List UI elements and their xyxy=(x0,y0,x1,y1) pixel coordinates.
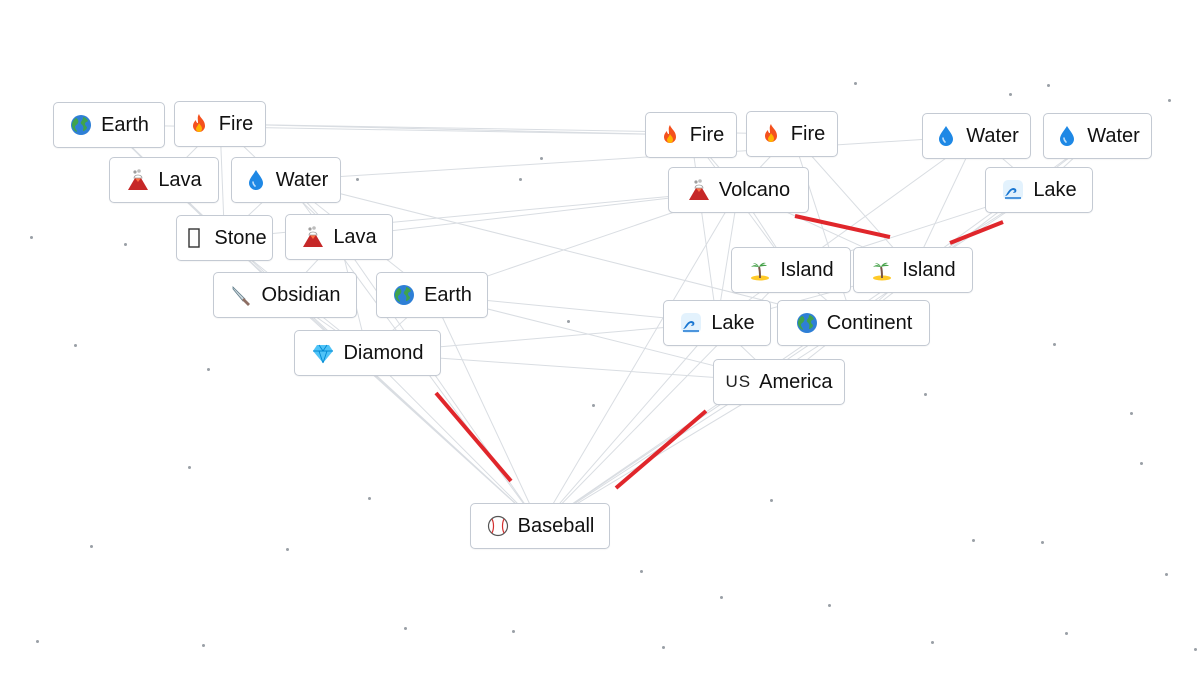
water-drop-icon xyxy=(934,124,958,148)
connection-line xyxy=(285,135,977,181)
diamond-icon xyxy=(311,341,335,365)
background-dot xyxy=(662,646,665,649)
background-dot xyxy=(512,630,515,633)
element-tile-lake[interactable]: Lake xyxy=(985,167,1093,213)
element-tile-stone[interactable]: Stone xyxy=(176,215,273,261)
element-tile-fire[interactable]: Fire xyxy=(174,101,266,147)
background-dot xyxy=(924,393,927,396)
earth-globe-icon xyxy=(392,283,416,307)
connection-line xyxy=(853,135,1098,324)
element-tile-continent[interactable]: Continent xyxy=(777,300,930,346)
background-dot xyxy=(1053,343,1056,346)
water-drop-icon xyxy=(1055,124,1079,148)
element-tile-volcano[interactable]: Volcano xyxy=(668,167,809,213)
background-dot xyxy=(207,368,210,371)
background-dot xyxy=(519,178,522,181)
element-tile-obsidian[interactable]: Obsidian xyxy=(213,272,357,318)
connection-line xyxy=(539,189,1040,527)
background-dot xyxy=(1140,462,1143,465)
background-dot xyxy=(1009,93,1012,96)
stone-icon xyxy=(182,226,206,250)
background-dot xyxy=(30,236,33,239)
background-dot xyxy=(202,644,205,647)
connection-line xyxy=(690,134,718,324)
background-dot xyxy=(36,640,39,643)
element-tile-island[interactable]: Island xyxy=(853,247,973,293)
background-dot xyxy=(854,82,857,85)
connection-line xyxy=(539,322,718,527)
background-dot xyxy=(90,545,93,548)
element-tile-america[interactable]: US America xyxy=(713,359,845,405)
background-dot xyxy=(931,641,934,644)
background-dot xyxy=(1065,632,1068,635)
baseball-icon xyxy=(486,514,510,538)
fire-icon xyxy=(187,112,211,136)
connection-line xyxy=(539,381,780,527)
wave-icon xyxy=(679,311,703,335)
background-dot xyxy=(828,604,831,607)
background-dot xyxy=(1047,84,1050,87)
background-dot xyxy=(567,320,570,323)
knife-icon xyxy=(230,283,254,307)
element-tile-water[interactable]: Water xyxy=(922,113,1031,159)
background-dot xyxy=(770,499,773,502)
recipe-highlight-line xyxy=(949,220,1004,245)
background-dot xyxy=(74,344,77,347)
element-tile-lake[interactable]: Lake xyxy=(663,300,771,346)
background-dot xyxy=(1165,573,1168,576)
connection-line xyxy=(539,322,854,527)
background-dot xyxy=(720,596,723,599)
earth-globe-icon xyxy=(795,311,819,335)
element-tile-earth[interactable]: Earth xyxy=(53,102,165,148)
palm-island-icon xyxy=(748,258,772,282)
wave-icon xyxy=(1001,178,1025,202)
fire-icon xyxy=(759,122,783,146)
element-tile-lava[interactable]: Lava xyxy=(109,157,219,203)
connection-line xyxy=(285,179,854,324)
background-dot xyxy=(188,466,191,469)
element-tile-water[interactable]: Water xyxy=(231,157,341,203)
background-dot xyxy=(540,157,543,160)
background-dot xyxy=(640,570,643,573)
background-dot xyxy=(1041,541,1044,544)
earth-globe-icon xyxy=(69,113,93,137)
element-tile-lava[interactable]: Lava xyxy=(285,214,393,260)
recipe-highlight-line xyxy=(614,409,708,490)
recipe-highlight-line xyxy=(434,391,513,483)
element-tile-island[interactable]: Island xyxy=(731,247,851,293)
background-dot xyxy=(368,497,371,500)
background-dot xyxy=(286,548,289,551)
connection-line xyxy=(539,189,739,527)
background-dot xyxy=(1194,648,1197,651)
water-drop-icon xyxy=(244,168,268,192)
connection-line xyxy=(431,294,541,527)
element-tile-water[interactable]: Water xyxy=(1043,113,1152,159)
background-dot xyxy=(124,243,127,246)
fire-icon xyxy=(658,123,682,147)
background-dot xyxy=(404,627,407,630)
element-tile-earth[interactable]: Earth xyxy=(376,272,488,318)
volcano-icon xyxy=(687,178,711,202)
background-dot xyxy=(1130,412,1133,415)
element-tile-fire[interactable]: Fire xyxy=(645,112,737,158)
palm-island-icon xyxy=(870,258,894,282)
element-tile-diamond[interactable]: Diamond xyxy=(294,330,441,376)
background-dot xyxy=(1168,99,1171,102)
background-dot xyxy=(972,539,975,542)
volcano-icon xyxy=(126,168,150,192)
background-dot xyxy=(592,404,595,407)
connection-line xyxy=(367,352,541,527)
element-tile-fire[interactable]: Fire xyxy=(746,111,838,157)
us-flag-icon: US xyxy=(725,372,752,391)
element-tile-baseball[interactable]: Baseball xyxy=(470,503,610,549)
background-dot xyxy=(356,178,359,181)
recipe-highlight-line xyxy=(794,214,891,239)
volcano-icon xyxy=(301,225,325,249)
